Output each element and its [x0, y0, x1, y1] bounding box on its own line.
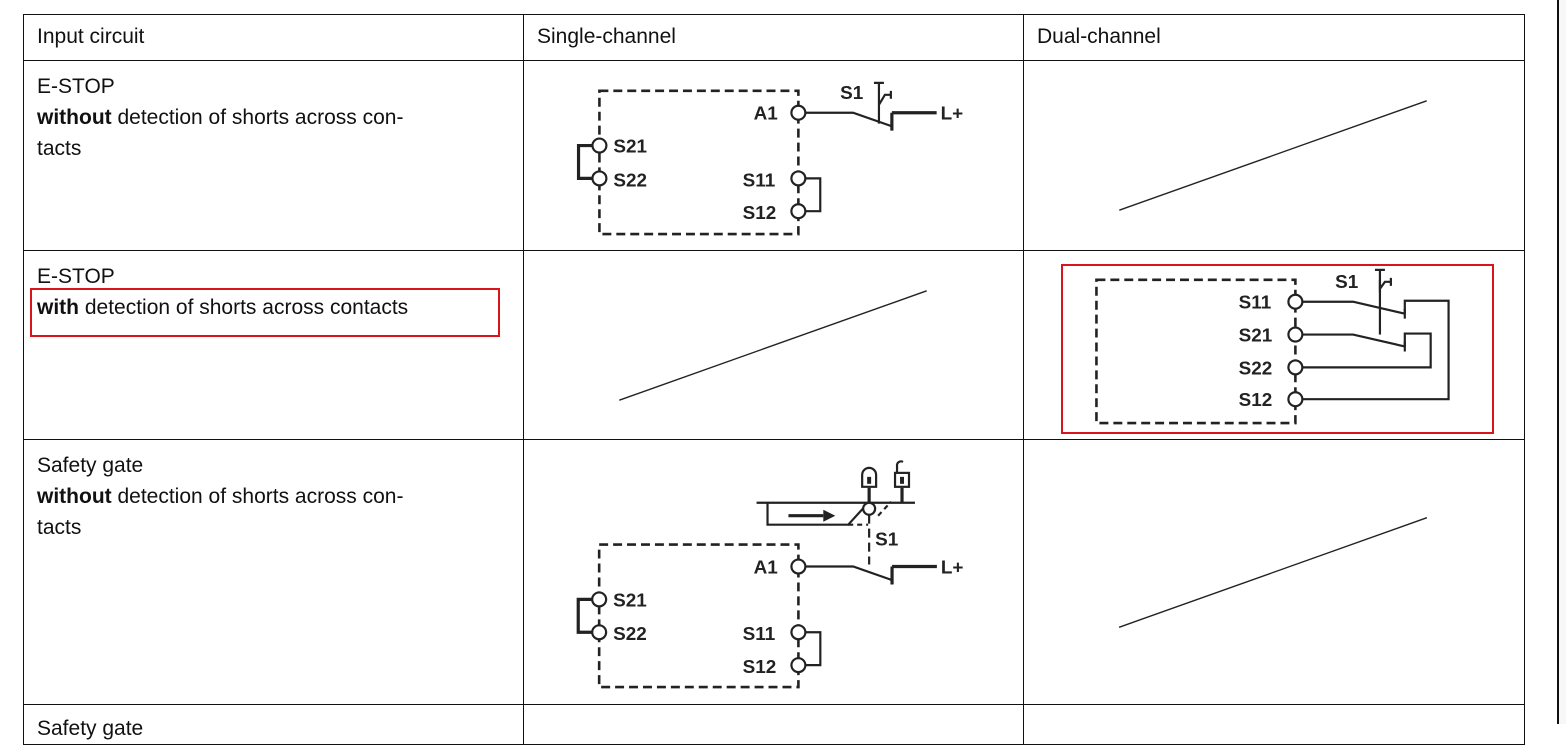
- label-s21: S21: [613, 137, 647, 158]
- terminal-s21: [1287, 326, 1304, 343]
- estop-dual-channel-diagram: S11 S21 S22 S12 S1: [1023, 250, 1525, 440]
- row-desc: detection of shorts across con-: [111, 106, 404, 129]
- table-row: E-STOP without detection of shorts acros…: [23, 60, 1525, 251]
- wiring-diagram: S21 S22 S11 S12 A1 S1 L+: [576, 81, 964, 236]
- header-input-circuit: Input circuit: [23, 14, 524, 61]
- gate-dual-channel-na: [1023, 439, 1525, 705]
- row-description: Safety gate without detection of shorts …: [23, 439, 524, 705]
- padlock-open-icon: [893, 471, 911, 488]
- label-s1: S1: [875, 530, 898, 551]
- highlight-box-diagram: [1061, 264, 1494, 434]
- gate-pivot: [862, 501, 877, 516]
- label-s22: S22: [613, 170, 647, 191]
- label-s11: S11: [743, 624, 776, 645]
- wiring-diagram: S11 S21 S22 S12 S1: [1095, 268, 1450, 425]
- terminal-a1: [790, 558, 807, 575]
- estop-actuator-icon: [1374, 268, 1392, 293]
- header-dual-channel: Dual-channel: [1023, 14, 1525, 61]
- switch-contact: [890, 564, 937, 585]
- na-line: [1119, 100, 1427, 211]
- not-applicable-strike: [619, 290, 927, 401]
- label-s12: S12: [743, 203, 777, 224]
- label-l-plus: L+: [941, 557, 964, 578]
- wire-contact2-s22: [1302, 332, 1432, 369]
- row-desc: detection of shorts across contacts: [79, 296, 409, 319]
- label-s11: S11: [1239, 293, 1272, 314]
- terminal-s11: [790, 170, 807, 187]
- terminal-s22: [1287, 359, 1304, 376]
- jumper-s11-s12: [805, 631, 822, 667]
- padlock-closed-icon: [861, 466, 878, 488]
- label-s21: S21: [1239, 326, 1273, 347]
- document-page: Input circuit Single-channel Dual-channe…: [23, 0, 1566, 745]
- estop-dual-channel-na: [1023, 60, 1525, 251]
- table-row: Safety gate without detection of shorts …: [23, 439, 1525, 705]
- switch-contact: [890, 111, 937, 131]
- label-s1: S1: [840, 83, 863, 104]
- gate-dashed-link: [848, 501, 892, 526]
- label-s12: S12: [1239, 390, 1273, 411]
- label-s21: S21: [613, 590, 647, 611]
- estop-single-channel-na: [523, 250, 1024, 440]
- gate-arrow-head-icon: [823, 509, 836, 522]
- partial-single-cell: [523, 704, 1024, 745]
- terminal-s22: [591, 170, 608, 187]
- terminal-s11: [790, 624, 807, 641]
- jumper-s11-s12: [805, 177, 822, 213]
- label-s22: S22: [1239, 358, 1273, 379]
- jumper-s21-s22: [576, 143, 600, 180]
- terminal-a1: [790, 104, 807, 121]
- not-applicable-strike: [1119, 100, 1427, 211]
- na-line: [1118, 517, 1428, 628]
- row-description: E-STOP with detection of shorts across c…: [23, 250, 524, 440]
- terminal-s11: [1287, 293, 1304, 310]
- label-s11: S11: [743, 170, 776, 191]
- gate-single-channel-diagram: S21 S22 S11 S12 A1 L+: [523, 439, 1024, 705]
- highlight-box-description: [30, 288, 500, 337]
- header-single-channel: Single-channel: [523, 14, 1024, 61]
- wire-a1-switch: [805, 565, 894, 582]
- not-applicable-strike: [1118, 517, 1428, 628]
- table-row: E-STOP with detection of shorts across c…: [23, 250, 1525, 440]
- wire-contact1-s12: [1302, 299, 1450, 401]
- device-outline: [597, 543, 800, 689]
- label-a1: A1: [754, 104, 778, 125]
- row-title: Safety gate: [37, 454, 144, 477]
- row-qualifier: without: [37, 106, 112, 129]
- label-s1: S1: [1335, 272, 1358, 293]
- terminal-s12: [1287, 391, 1304, 408]
- terminal-s21: [591, 591, 608, 608]
- row-desc: detection of shorts across con-: [111, 485, 404, 508]
- row-description: E-STOP without detection of shorts acros…: [23, 60, 524, 251]
- row-desc-cont: tacts: [37, 137, 82, 160]
- terminal-s12: [790, 203, 807, 220]
- jumper-s21-s22: [576, 597, 600, 634]
- padlock-shackle: [895, 460, 904, 473]
- gate-slider: [766, 501, 870, 526]
- terminal-s22: [591, 624, 608, 641]
- na-line: [619, 290, 927, 401]
- row-desc-cont: tacts: [37, 516, 82, 539]
- row-description: Safety gate: [23, 704, 524, 745]
- estop-actuator-icon: [873, 81, 892, 124]
- page-edge-scrollbar[interactable]: [1557, 0, 1566, 724]
- table-header-row: Input circuit Single-channel Dual-channe…: [23, 14, 1525, 61]
- terminal-s21: [591, 137, 608, 154]
- label-s22: S22: [613, 624, 647, 645]
- table-row-partial: Safety gate: [23, 704, 1525, 745]
- row-title: E-STOP: [37, 265, 115, 288]
- partial-dual-cell: [1023, 704, 1525, 745]
- device-outline: [1095, 278, 1297, 425]
- row-qualifier: without: [37, 485, 112, 508]
- terminal-s12: [790, 657, 807, 674]
- row-title: E-STOP: [37, 75, 115, 98]
- estop-single-channel-diagram: S21 S22 S11 S12 A1 S1 L+: [523, 60, 1024, 251]
- row-qualifier: with: [37, 296, 79, 319]
- input-circuit-table: Input circuit Single-channel Dual-channe…: [23, 14, 1525, 745]
- label-s12: S12: [743, 657, 777, 678]
- label-l-plus: L+: [941, 104, 964, 125]
- label-a1: A1: [754, 557, 778, 578]
- row-title: Safety gate: [37, 717, 144, 740]
- wiring-diagram: S21 S22 S11 S12 A1 L+: [576, 460, 964, 689]
